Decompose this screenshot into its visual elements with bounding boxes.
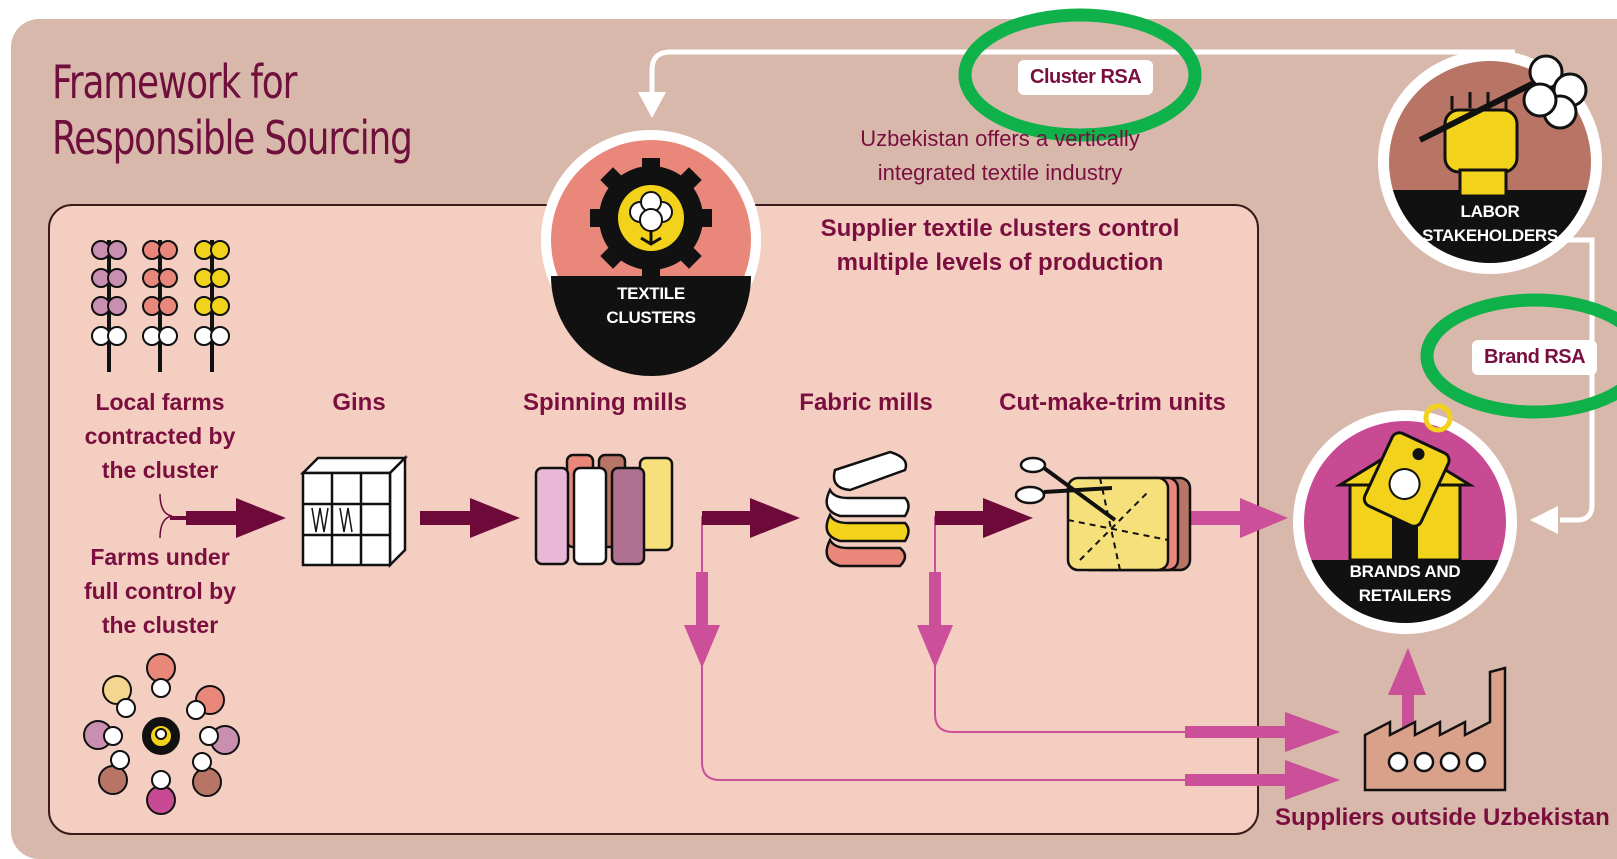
controlled-farms-ring bbox=[83, 653, 240, 815]
factory-icon bbox=[1363, 666, 1507, 792]
brands-retailers-node bbox=[1293, 403, 1517, 634]
feedback-lines bbox=[638, 49, 1595, 534]
vertical-integration-note: Uzbekistan offers a vertically integrate… bbox=[860, 126, 1140, 185]
cotton-flower-icon bbox=[629, 191, 673, 232]
pink-connectors bbox=[701, 516, 1200, 781]
fist-icon bbox=[1418, 77, 1542, 198]
cluster-control-note: Supplier textile clusters control multip… bbox=[820, 215, 1180, 276]
stage-local-farms: Local farms contracted by the cluster bbox=[84, 389, 236, 483]
main-flow-arrows bbox=[170, 498, 1033, 538]
brands-retailers-label: BRANDS AND RETAILERS bbox=[1349, 562, 1461, 605]
stage-suppliers-outside: Suppliers outside Uzbekistan bbox=[1275, 804, 1610, 831]
scissors-pattern-icon bbox=[1014, 456, 1192, 572]
stage-spinning-mills: Spinning mills bbox=[522, 389, 687, 416]
cluster-rsa-badge: Cluster RSA bbox=[1018, 60, 1154, 95]
labor-stakeholders-node bbox=[1378, 50, 1602, 274]
stage-controlled-farms: Farms under full control by the cluster bbox=[83, 544, 237, 638]
shop-tag-icon bbox=[1334, 403, 1476, 562]
fabric-stack-icon bbox=[825, 450, 910, 568]
stage-cut-make-trim: Cut-make-trim units bbox=[999, 389, 1226, 416]
stage-gins: Gins bbox=[332, 389, 386, 416]
pink-arrows bbox=[684, 498, 1426, 800]
thread-spools-icon bbox=[534, 453, 674, 566]
cotton-flower-icon bbox=[1522, 54, 1588, 130]
page-title: Framework for Responsible Sourcing bbox=[52, 55, 413, 165]
labor-stakeholders-label: LABOR STAKEHOLDERS bbox=[1422, 202, 1558, 245]
cotton-bale-icon bbox=[299, 454, 409, 569]
stage-fabric-mills: Fabric mills bbox=[799, 389, 933, 416]
textile-clusters-label: TEXTILE CLUSTERS bbox=[606, 284, 696, 327]
gear-icon bbox=[590, 158, 712, 278]
textile-clusters-node bbox=[541, 130, 761, 376]
highlight-ellipses bbox=[958, 8, 1617, 419]
farm-cotton-stems bbox=[91, 240, 230, 372]
farms-bracket bbox=[159, 493, 173, 539]
brand-rsa-badge: Brand RSA bbox=[1472, 340, 1598, 375]
